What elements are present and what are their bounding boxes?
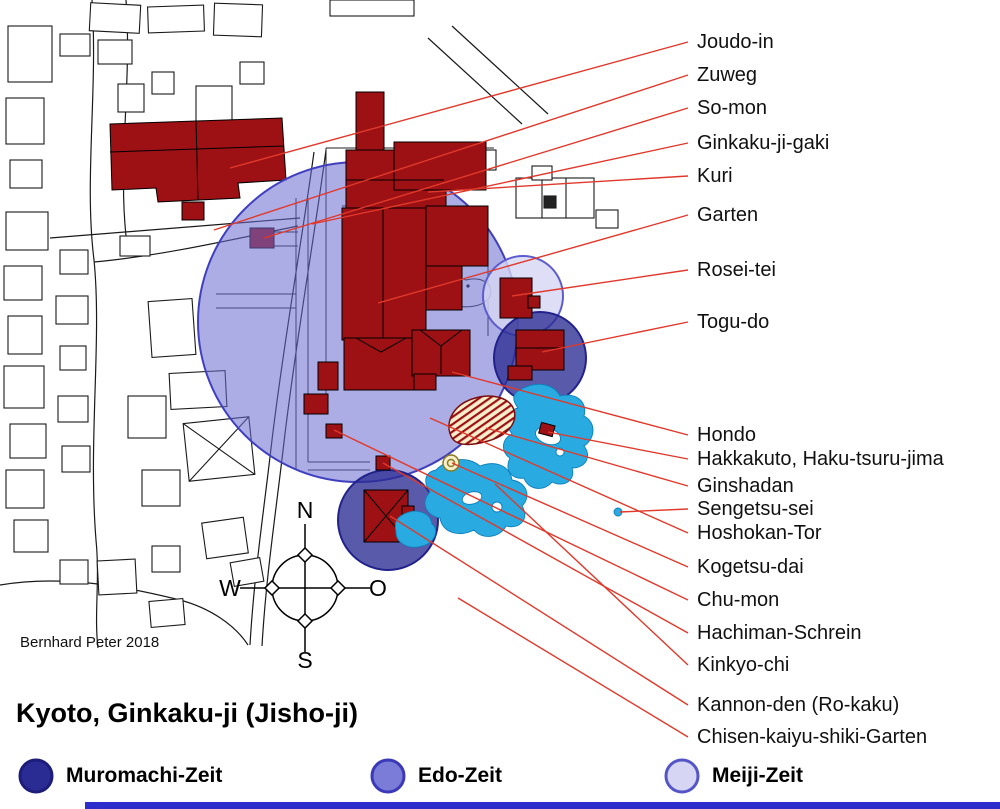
leader-line [619, 508, 689, 513]
muromachi-swatch-icon [18, 758, 54, 794]
label-togu-do: Togu-do [697, 311, 770, 333]
leader-line [429, 417, 689, 534]
legend-label-edo: Edo-Zeit [418, 764, 502, 787]
leader-line [541, 321, 689, 353]
label-ginkaku-ji-gaki: Ginkaku-ji-gaki [697, 132, 830, 154]
label-hakkakuto: Hakkakuto, Haku-tsuru-jima [697, 448, 944, 470]
label-kogetsu-dai: Kogetsu-dai [697, 556, 804, 578]
leader-line [427, 175, 689, 193]
label-kannon-den: Kannon-den (Ro-kaku) [697, 694, 900, 716]
leader-line [485, 427, 689, 487]
legend-item-meiji: Meiji-Zeit [662, 756, 803, 796]
label-garten: Garten [697, 204, 759, 226]
leader-line [511, 269, 689, 297]
leader-line [263, 107, 689, 239]
label-chisen-garten: Chisen-kaiyu-shiki-Garten [697, 726, 928, 748]
legend-label-meiji: Meiji-Zeit [712, 764, 804, 787]
meiji-swatch-icon [664, 758, 700, 794]
bottom-divider-bar [85, 802, 1000, 809]
label-chu-mon: Chu-mon [697, 589, 780, 611]
label-hondo: Hondo [697, 424, 756, 446]
leader-line [311, 142, 689, 225]
leader-lines [213, 41, 689, 738]
leader-line [213, 74, 689, 231]
leader-line [451, 371, 689, 436]
label-kinkyo-chi: Kinkyo-chi [697, 654, 790, 676]
leader-line [547, 431, 689, 460]
label-sengetsu-sei: Sengetsu-sei [697, 498, 814, 520]
label-kuri: Kuri [697, 165, 733, 187]
leader-line [494, 483, 689, 666]
rosei-tei-building [499, 277, 541, 319]
chu-mon-building [325, 423, 343, 439]
leader-line [451, 462, 689, 568]
credit-text: Bernhard Peter 2018 [20, 634, 160, 651]
leader-line [389, 515, 689, 706]
compass-west-label: W [219, 575, 241, 601]
label-zuweg: Zuweg [697, 64, 758, 86]
compass-rose: N W O S [219, 497, 387, 673]
label-hoshokan-tor: Hoshokan-Tor [697, 522, 822, 544]
leader-line [229, 41, 689, 169]
page-title: Kyoto, Ginkaku-ji (Jisho-ji) [16, 698, 359, 728]
label-hachiman-schrein: Hachiman-Schrein [697, 622, 862, 644]
label-joudo-in: Joudo-in [697, 31, 774, 53]
leader-line [333, 429, 689, 601]
leader-line [457, 597, 689, 738]
ginshadan-sand-garden [448, 395, 516, 446]
kogetsu-dai-sand-cone [442, 454, 460, 472]
legend-item-edo: Edo-Zeit [368, 756, 502, 796]
label-ginshadan: Ginshadan [697, 475, 794, 497]
legend-label-muromachi: Muromachi-Zeit [66, 764, 223, 787]
compass-east-label: O [369, 575, 387, 601]
label-so-mon: So-mon [697, 97, 768, 119]
label-rosei-tei: Rosei-tei [697, 259, 776, 281]
edo-swatch-icon [370, 758, 406, 794]
togu-do-building [507, 329, 565, 381]
leader-line [382, 462, 689, 634]
compass-north-label: N [297, 497, 314, 523]
leader-line [377, 214, 689, 304]
compass-south-label: S [297, 647, 312, 673]
temple-buildings [303, 91, 565, 543]
legend-item-muromachi: Muromachi-Zeit [16, 756, 222, 796]
